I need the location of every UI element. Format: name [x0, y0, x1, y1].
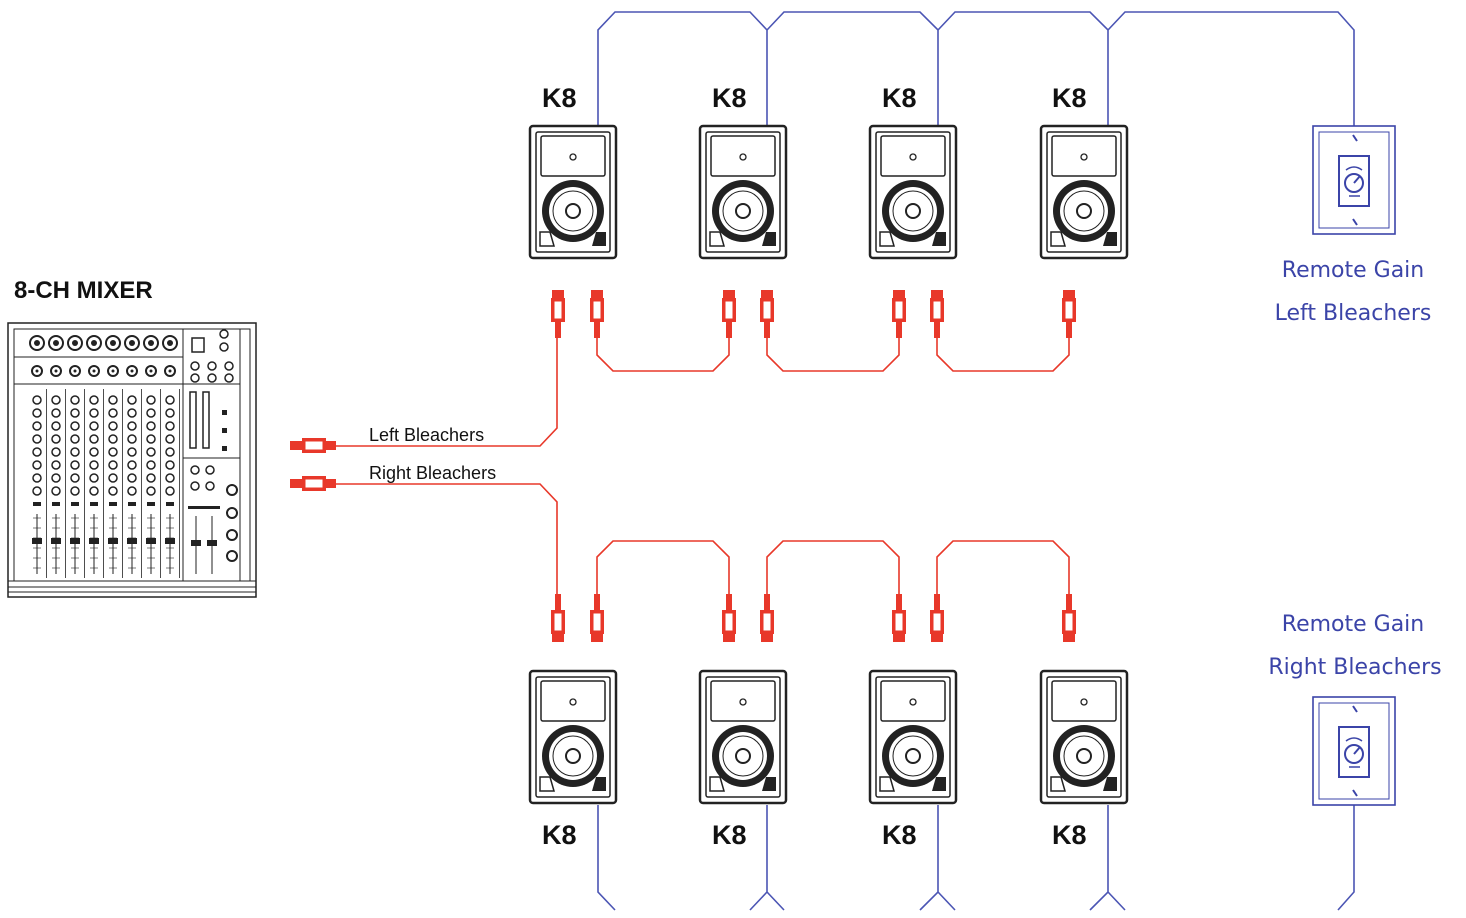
speaker-label: K8	[882, 83, 917, 113]
remote-gain-plate-left	[1312, 125, 1396, 235]
xlr-connector-icon	[551, 594, 565, 642]
speaker-label: K8	[712, 83, 747, 113]
k8-speaker	[528, 124, 618, 260]
right-output-plug	[290, 476, 336, 491]
xlr-connector-icon	[760, 594, 774, 642]
xlr-connector-icon	[722, 290, 736, 338]
speaker-label: K8	[712, 820, 747, 850]
xlr-connector-icon	[1062, 594, 1076, 642]
remote-right-line2: Right Bleachers	[1268, 655, 1441, 680]
speaker-label: K8	[542, 83, 577, 113]
xlr-connector-icon	[590, 594, 604, 642]
k8-speaker	[868, 124, 958, 260]
k8-speaker	[698, 124, 788, 260]
speaker-label: K8	[1052, 83, 1087, 113]
mixer	[7, 322, 257, 598]
k8-speaker	[1039, 669, 1129, 805]
xlr-connectors	[551, 290, 1076, 642]
k8-speaker	[528, 669, 618, 805]
k8-speaker	[698, 669, 788, 805]
xlr-connector-icon	[930, 594, 944, 642]
speaker-label: K8	[882, 820, 917, 850]
remote-left-line1: Remote Gain	[1282, 258, 1424, 283]
xlr-connector-icon	[1062, 290, 1076, 338]
remote-left-line2: Left Bleachers	[1275, 301, 1432, 326]
k8-speaker	[868, 669, 958, 805]
right-bleachers-cable	[336, 483, 558, 598]
left-bleachers-speakers	[528, 124, 1129, 260]
left-bleachers-cable	[336, 338, 558, 447]
remote-right-line1: Remote Gain	[1282, 612, 1424, 637]
right-remote-wiring	[597, 805, 1355, 911]
xlr-connector-icon	[892, 290, 906, 338]
left-remote-wiring	[597, 11, 1355, 126]
speaker-label: K8	[1052, 820, 1087, 850]
remote-gain-plate-right	[1312, 696, 1396, 806]
xlr-connector-icon	[930, 290, 944, 338]
xlr-connector-icon	[892, 594, 906, 642]
mixer-title: 8-CH MIXER	[14, 277, 153, 304]
k8-speaker	[1039, 124, 1129, 260]
xlr-connector-icon	[590, 290, 604, 338]
left-output-plug	[290, 438, 336, 453]
right-bleachers-label: Right Bleachers	[369, 463, 496, 483]
right-daisy-chain	[596, 540, 1070, 598]
xlr-connector-icon	[722, 594, 736, 642]
xlr-connector-icon	[760, 290, 774, 338]
speaker-label: K8	[542, 820, 577, 850]
xlr-connector-icon	[551, 290, 565, 338]
left-bleachers-label: Left Bleachers	[369, 425, 484, 445]
right-bleachers-speakers	[528, 669, 1129, 805]
left-daisy-chain	[596, 338, 1070, 372]
